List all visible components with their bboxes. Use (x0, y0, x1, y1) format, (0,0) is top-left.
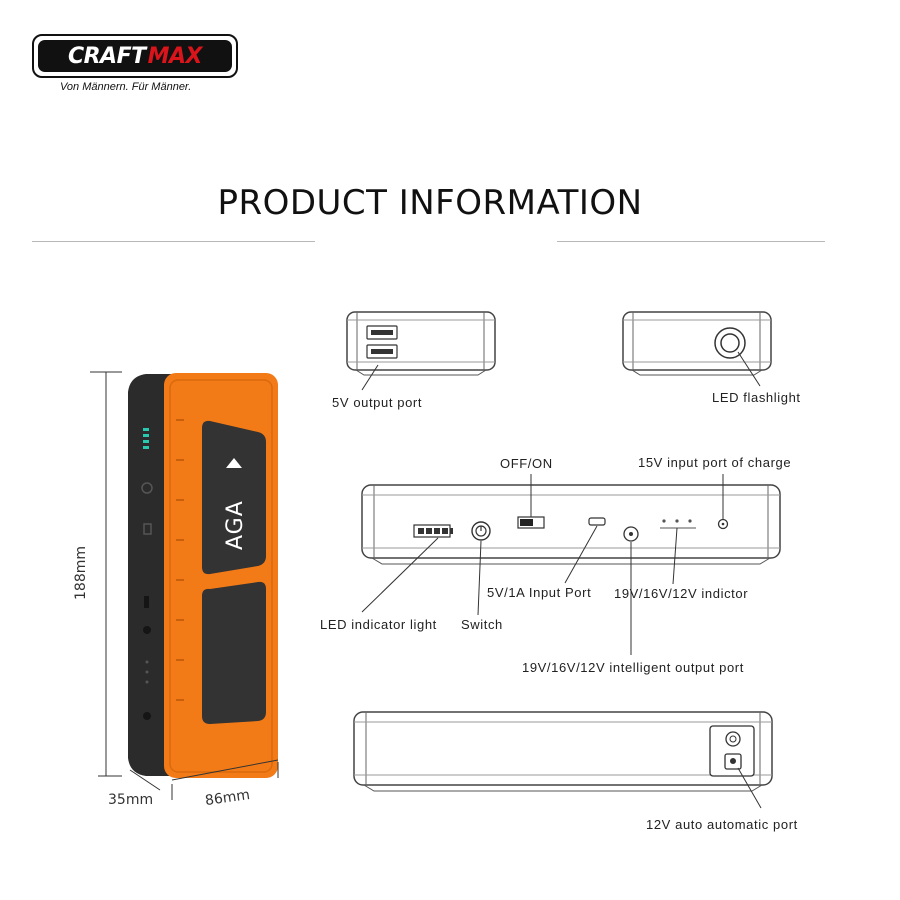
logo-badge: CRAFT MAX (32, 34, 238, 78)
page-title: PRODUCT INFORMATION (217, 183, 643, 223)
top-grille (202, 420, 266, 575)
logo-slogan: Von Männern. Für Männer. (60, 81, 192, 93)
product-front-view: AGA (128, 373, 278, 778)
side-indicators (141, 428, 153, 720)
label-usb-output: 5V output port (332, 395, 423, 410)
view-auto-port (353, 711, 773, 809)
label-input-charge: 15V input port of charge (638, 455, 792, 470)
bottom-grille (202, 581, 266, 724)
view-side-panel (361, 474, 781, 655)
view-usb-output (346, 311, 496, 391)
label-auto-port: 12V auto automatic port (646, 817, 798, 832)
logo-text-max: MAX (147, 43, 203, 69)
micro-usb-graphic (588, 517, 606, 526)
label-voltage-indicator: 19V/16V/12V indictor (614, 586, 749, 601)
case-side (128, 374, 172, 776)
label-flashlight: LED flashlight (712, 390, 801, 405)
dimension-lines (90, 371, 279, 800)
label-switch: Switch (461, 617, 503, 632)
divider-left (32, 241, 315, 242)
auto-port-round-graphic (725, 731, 741, 747)
label-usb-input: 5V/1A Input Port (487, 585, 592, 600)
dimension-height: 188mm (73, 546, 89, 600)
divider-right (557, 241, 825, 242)
product-brand: AGA (223, 500, 248, 550)
label-intelligent-output: 19V/16V/12V intelligent output port (522, 660, 744, 675)
view-flashlight (622, 311, 772, 387)
dimension-depth: 35mm (108, 792, 154, 808)
label-off-on: OFF/ON (500, 456, 553, 471)
label-led-indicator: LED indicator light (320, 617, 437, 632)
brand-logo: CRAFT MAX Von Männern. Für Männer. (32, 34, 238, 93)
logo-inner: CRAFT MAX (38, 40, 232, 72)
logo-text-craft: CRAFT (67, 43, 146, 69)
